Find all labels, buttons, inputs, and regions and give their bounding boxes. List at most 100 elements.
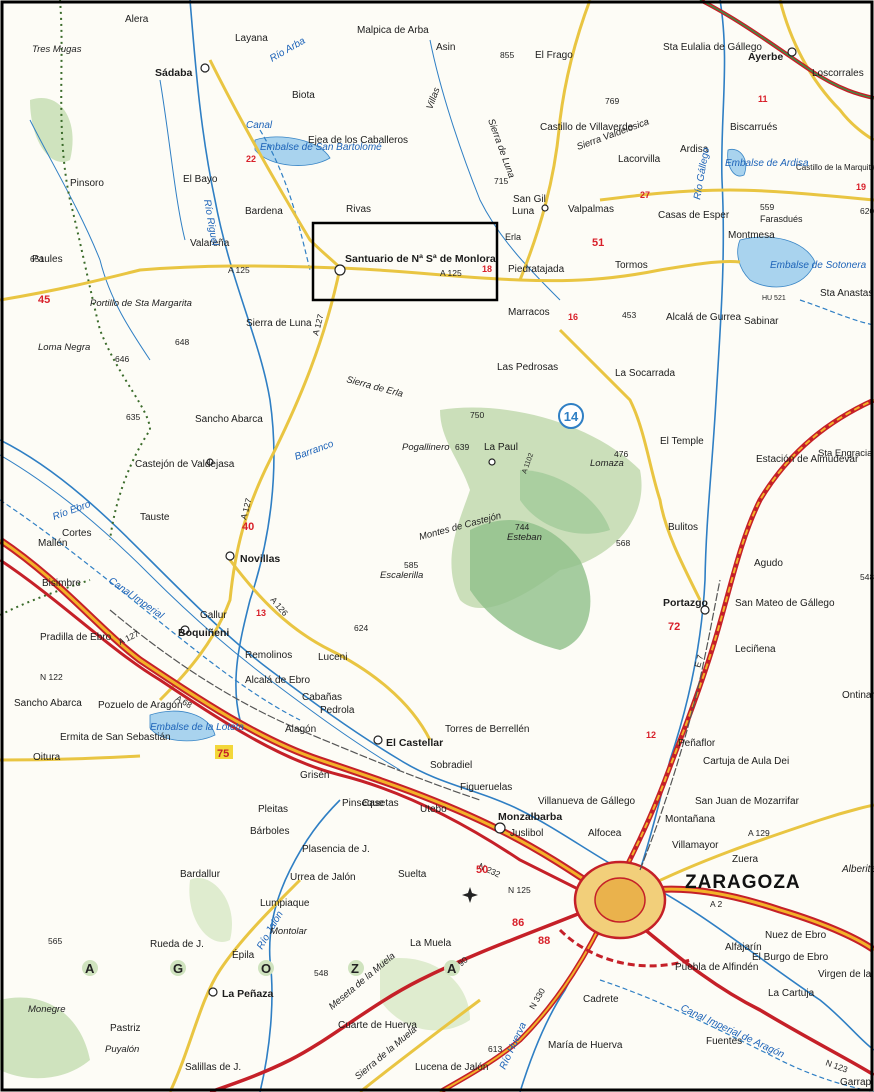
road-label: A 2 — [710, 899, 723, 909]
town-label: Remolinos — [245, 650, 292, 661]
spot-height: 548 — [860, 572, 874, 582]
town-label: María de Huerva — [548, 1040, 623, 1051]
town-label: Malpica de Arba — [357, 25, 429, 36]
km-marks: 45 51 40 72 75 88 86 50 19 18 27 22 11 1… — [38, 94, 866, 947]
town-label: Cartuja de Aula Dei — [703, 756, 789, 767]
town-label: Montañana — [665, 814, 715, 825]
km-mark: 51 — [592, 237, 604, 249]
town-label: Sancho Abarca — [195, 414, 263, 425]
town-label: Ejea de los Caballeros — [308, 135, 408, 146]
town-label: Cadrete — [583, 994, 619, 1005]
physical-label: Loma Negra — [38, 342, 90, 353]
town-label: Sancho Abarca — [14, 698, 82, 709]
town-label: Casetas — [362, 798, 399, 809]
spot-height: 635 — [126, 412, 140, 422]
town-label: Sádaba — [155, 67, 193, 79]
town-label: Estación de Almudévar — [756, 454, 859, 465]
region-letter: O — [261, 961, 271, 976]
town-label: Utebo — [420, 804, 447, 815]
town-label: Villamayor — [672, 840, 719, 851]
zaragoza-urban-area — [558, 860, 691, 968]
town-label: El Temple — [660, 436, 704, 447]
physical-label: Canal — [246, 120, 273, 131]
km-mark: 18 — [482, 264, 492, 274]
road-label: A 129 — [748, 828, 770, 838]
town-label: Virgen de la Columna — [818, 969, 874, 980]
km-mark: 75 — [217, 748, 229, 760]
spot-height: 855 — [500, 50, 514, 60]
town-label: Alcalá de Gurrea — [666, 312, 741, 323]
spot-height: 453 — [622, 310, 636, 320]
physical-label: Embalse de Ardisa — [725, 158, 809, 169]
town-label: Marracos — [508, 307, 550, 318]
town-label: Alagón — [285, 724, 316, 735]
town-label: Bisimbre — [42, 578, 81, 589]
town-label: Biota — [292, 90, 315, 101]
town-label: Zuera — [732, 854, 759, 865]
town-label: Castillo de Villaverde — [540, 122, 634, 133]
town-label: Alcalá de Ebro — [245, 675, 310, 686]
town-label: El Frago — [535, 50, 573, 61]
region-letter: A — [85, 961, 95, 976]
spot-height: 715 — [494, 176, 508, 186]
town-label: El Burgo de Ebro — [752, 952, 829, 963]
km-mark: 50 — [476, 864, 488, 876]
spot-height: 548 — [314, 968, 328, 978]
route-badge-14: 14 — [558, 403, 584, 429]
region-letter: Z — [351, 961, 359, 976]
canals — [0, 129, 874, 1092]
physical-label: Lomaza — [590, 458, 624, 469]
town-label: Bardallur — [180, 869, 221, 880]
km-mark: 72 — [668, 621, 680, 633]
town-label: Portazgo — [663, 597, 708, 609]
city-label-zaragoza: ZARAGOZA — [685, 872, 801, 893]
town-label: Garrapinillos — [840, 1077, 874, 1088]
town-label: La Socarrada — [615, 368, 675, 379]
town-label: Biscarrués — [730, 122, 777, 133]
town-label: Cortes — [62, 528, 91, 539]
town-label: Alera — [125, 14, 149, 25]
town-label: Ontinar de Salz — [842, 690, 874, 701]
town-label: Villanueva de Gállego — [538, 796, 636, 807]
town-label: Agudo — [754, 558, 783, 569]
town-label: Bardena — [245, 206, 283, 217]
physical-label: Montolar — [270, 926, 308, 937]
spot-height: 624 — [354, 623, 368, 633]
town-label: Pradilla de Ebro — [40, 632, 112, 643]
town-label: Sabinar — [744, 316, 779, 327]
spot-height: 585 — [404, 560, 418, 570]
town-label: Sta Engracia — [818, 448, 873, 459]
road-label: E 7 — [692, 653, 705, 668]
town-label: Pedrola — [320, 705, 355, 716]
town-label-ejea: Santuario de Nª Sª de Monlora — [345, 253, 496, 265]
town-label: Rivas — [346, 204, 371, 215]
physical-label: Esteban — [507, 532, 542, 543]
town-label: Erla — [505, 232, 521, 242]
town-label: Peñaflor — [678, 738, 716, 749]
km-mark: 11 — [758, 94, 768, 104]
km-mark: 19 — [856, 182, 866, 192]
physical-label: Embalse de San Bartolomé — [260, 142, 382, 153]
town-label: Salillas de J. — [185, 1062, 241, 1073]
town-label: Sta Eulalia de Gállego — [663, 42, 762, 53]
town-label: Juslibol — [510, 828, 543, 839]
km-mark: 40 — [242, 521, 254, 533]
km-mark: 45 — [38, 294, 50, 306]
km-mark: 22 — [246, 154, 256, 164]
spot-height: 476 — [614, 449, 628, 459]
town-label: Suelta — [398, 869, 427, 880]
town-label: Pastriz — [110, 1023, 141, 1034]
borders — [0, 0, 152, 616]
town-label: La Cartuja — [768, 988, 815, 999]
town-label: Alberite de San Juan — [841, 864, 874, 875]
town-markers — [180, 47, 797, 997]
town-label: Plasencia de J. — [302, 844, 370, 855]
town-label: Ayerbe — [748, 51, 783, 63]
town-label: Piedratajada — [508, 264, 565, 275]
town-label: Sta Anastasia — [820, 288, 874, 299]
physical-label: Pogallinero — [402, 442, 450, 453]
